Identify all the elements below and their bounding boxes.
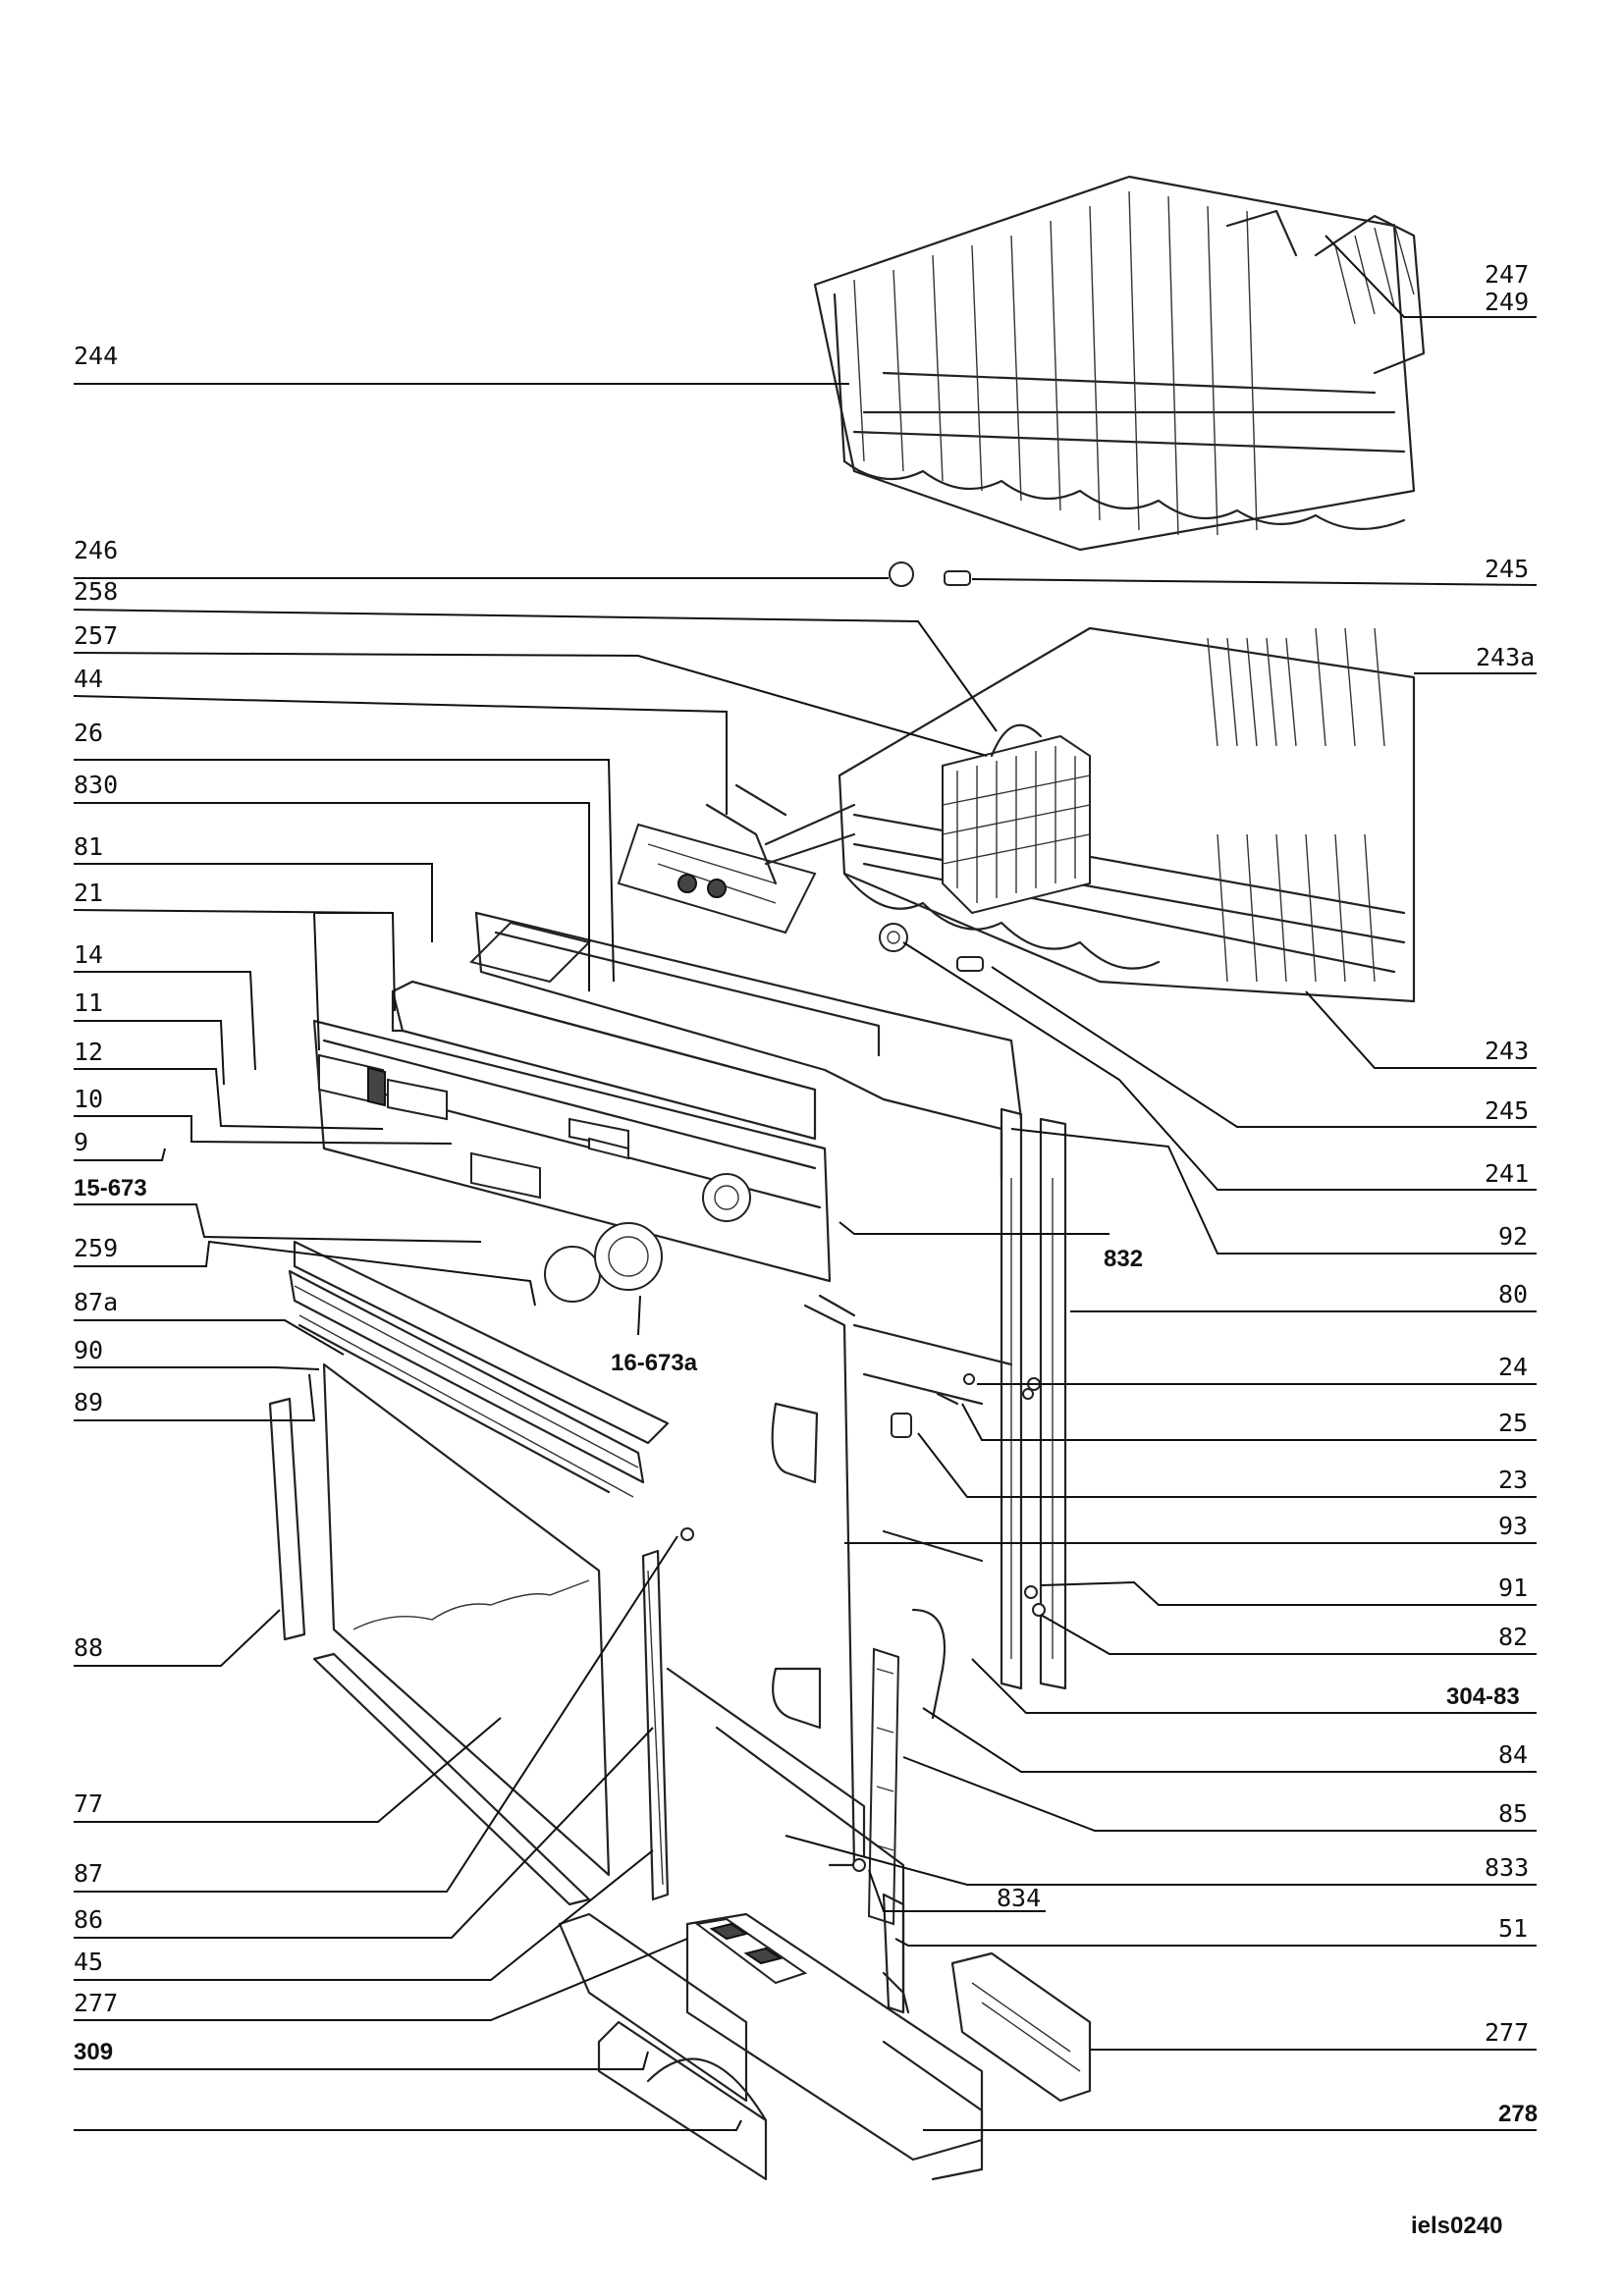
label-245-bottom: 245 bbox=[1485, 1096, 1529, 1125]
label-830: 830 bbox=[74, 771, 118, 799]
label-21: 21 bbox=[74, 879, 103, 907]
label-16-673a: 16-673a bbox=[611, 1350, 698, 1376]
basket-clip-artwork bbox=[879, 561, 984, 972]
lower-basket-artwork bbox=[838, 626, 1416, 1003]
door-frame-artwork bbox=[474, 911, 1023, 1867]
label-51: 51 bbox=[1498, 1914, 1528, 1943]
label-278: 278 bbox=[1498, 2101, 1538, 2127]
label-86: 86 bbox=[74, 1905, 103, 1934]
label-44: 44 bbox=[74, 665, 103, 693]
label-243: 243 bbox=[1485, 1037, 1529, 1065]
label-93: 93 bbox=[1498, 1512, 1528, 1540]
part-labels-left: 244 246 258 257 44 26 830 81 21 14 11 12… bbox=[74, 342, 147, 2065]
label-245-top: 245 bbox=[1485, 555, 1529, 583]
label-90: 90 bbox=[74, 1336, 103, 1364]
side-trim-artwork bbox=[867, 1107, 1067, 1926]
label-241: 241 bbox=[1485, 1159, 1529, 1188]
label-247: 247 bbox=[1485, 260, 1529, 289]
part-labels-inline: 832 16-673a 834 bbox=[611, 1246, 1143, 1912]
label-249: 249 bbox=[1485, 288, 1529, 316]
label-257: 257 bbox=[74, 621, 118, 650]
label-23: 23 bbox=[1498, 1466, 1528, 1494]
label-80: 80 bbox=[1498, 1280, 1528, 1308]
label-25: 25 bbox=[1498, 1409, 1528, 1437]
label-11: 11 bbox=[74, 988, 103, 1017]
label-259: 259 bbox=[74, 1234, 118, 1262]
label-88: 88 bbox=[74, 1633, 103, 1662]
label-85: 85 bbox=[1498, 1799, 1528, 1828]
label-87: 87 bbox=[74, 1859, 103, 1888]
label-81: 81 bbox=[74, 832, 103, 861]
label-92: 92 bbox=[1498, 1222, 1528, 1251]
label-834: 834 bbox=[997, 1884, 1041, 1912]
label-14: 14 bbox=[74, 940, 103, 969]
upper-basket-artwork bbox=[813, 175, 1426, 552]
leader-lines bbox=[73, 235, 1538, 2131]
label-91: 91 bbox=[1498, 1574, 1528, 1602]
label-833: 833 bbox=[1485, 1853, 1529, 1882]
part-labels-right: 247 249 245 243a 243 245 241 92 80 24 25… bbox=[1446, 260, 1538, 2127]
label-15-673: 15-673 bbox=[74, 1175, 147, 1201]
label-82: 82 bbox=[1498, 1623, 1528, 1651]
label-304-83: 304-83 bbox=[1446, 1683, 1520, 1710]
label-244: 244 bbox=[74, 342, 118, 370]
outer-door-artwork bbox=[268, 1240, 905, 2014]
label-258: 258 bbox=[74, 577, 118, 606]
label-45: 45 bbox=[74, 1948, 103, 1976]
label-10: 10 bbox=[74, 1085, 103, 1113]
drawing-id: iels0240 bbox=[1411, 2213, 1502, 2239]
label-832: 832 bbox=[1104, 1246, 1143, 1272]
label-243a: 243a bbox=[1476, 643, 1535, 671]
label-84: 84 bbox=[1498, 1740, 1528, 1769]
label-277-right: 277 bbox=[1485, 2018, 1529, 2047]
label-26: 26 bbox=[74, 719, 103, 747]
label-309: 309 bbox=[74, 2039, 113, 2065]
label-246: 246 bbox=[74, 536, 118, 564]
label-87a: 87a bbox=[74, 1288, 118, 1316]
control-panel-artwork bbox=[312, 783, 856, 1303]
bottom-parts-artwork bbox=[558, 1858, 1092, 2181]
label-24: 24 bbox=[1498, 1353, 1528, 1381]
label-89: 89 bbox=[74, 1388, 103, 1416]
label-77: 77 bbox=[74, 1789, 103, 1818]
label-9: 9 bbox=[74, 1128, 88, 1156]
label-12: 12 bbox=[74, 1038, 103, 1066]
label-277-left: 277 bbox=[74, 1989, 118, 2017]
